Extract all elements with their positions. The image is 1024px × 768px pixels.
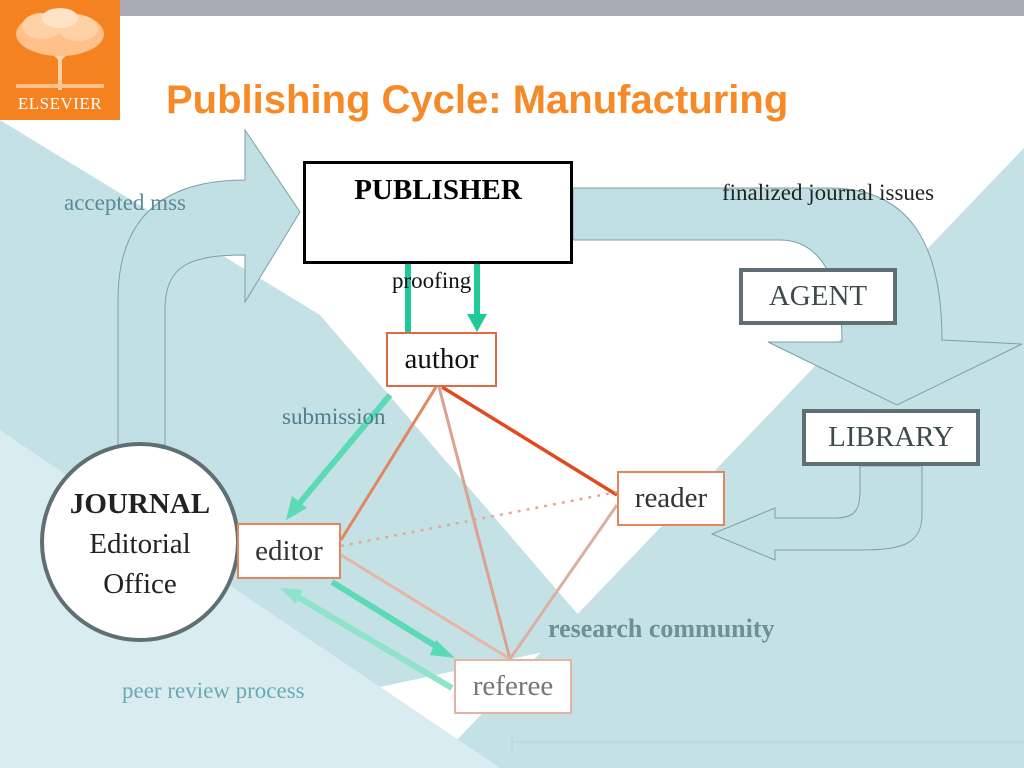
submission-label: submission — [282, 404, 386, 429]
author-reader-line — [441, 385, 618, 497]
logo-wordmark: ELSEVIER — [17, 94, 103, 113]
finalized-issues-label: finalized journal issues — [722, 180, 935, 205]
reader-box: reader — [617, 471, 725, 526]
peer-review-arrow-to-referee — [330, 579, 444, 653]
author-editor-line — [339, 386, 438, 541]
referee-label: referee — [472, 670, 554, 702]
reader-label: reader — [634, 482, 708, 514]
slide-title: Publishing Cycle: Manufacturing — [166, 78, 789, 122]
accepted-mss-label: accepted mss — [64, 190, 186, 215]
library-label: LIBRARY — [828, 421, 954, 453]
peer-review-arrow-to-editor — [294, 593, 454, 691]
accepted-mss-arrow — [117, 128, 301, 446]
agent-box: AGENT — [739, 268, 897, 325]
agent-label: AGENT — [768, 280, 868, 312]
publisher-label: PUBLISHER — [354, 174, 522, 206]
submission-arrow-head — [286, 496, 307, 520]
author-label: author — [404, 343, 479, 375]
editor-box: editor — [237, 523, 341, 579]
peer-review-arrow-to-editor-head — [280, 588, 303, 604]
proofing-label: proofing — [392, 268, 472, 293]
top-bar — [120, 0, 1024, 16]
editor-reader-dotted-line — [340, 490, 618, 548]
author-referee-line — [437, 386, 512, 660]
submission-arrow-line — [295, 393, 393, 507]
journal-title: JOURNAL — [69, 488, 211, 520]
author-box: author — [386, 332, 497, 387]
editor-referee-line — [340, 553, 511, 661]
journal-editorial-office: JOURNAL Editorial Office — [42, 484, 238, 604]
peer-review-label: peer review process — [122, 678, 305, 703]
tree-logo-icon — [16, 8, 104, 90]
elsevier-logo: ELSEVIER — [0, 0, 120, 120]
editor-label: editor — [255, 535, 323, 567]
publisher-box: PUBLISHER — [303, 161, 573, 264]
library-box: LIBRARY — [802, 409, 980, 466]
journal-line-office: Office — [103, 568, 177, 600]
reader-referee-line — [508, 504, 619, 660]
library-return-arrow — [710, 465, 923, 561]
journal-line-editorial: Editorial — [89, 528, 191, 560]
proofing-down-arrow-head — [467, 314, 487, 332]
research-community-label: research community — [548, 614, 775, 643]
peer-review-arrow-to-referee-head — [430, 640, 455, 658]
finalized-issues-arrow — [572, 187, 1023, 406]
referee-box: referee — [454, 659, 572, 714]
